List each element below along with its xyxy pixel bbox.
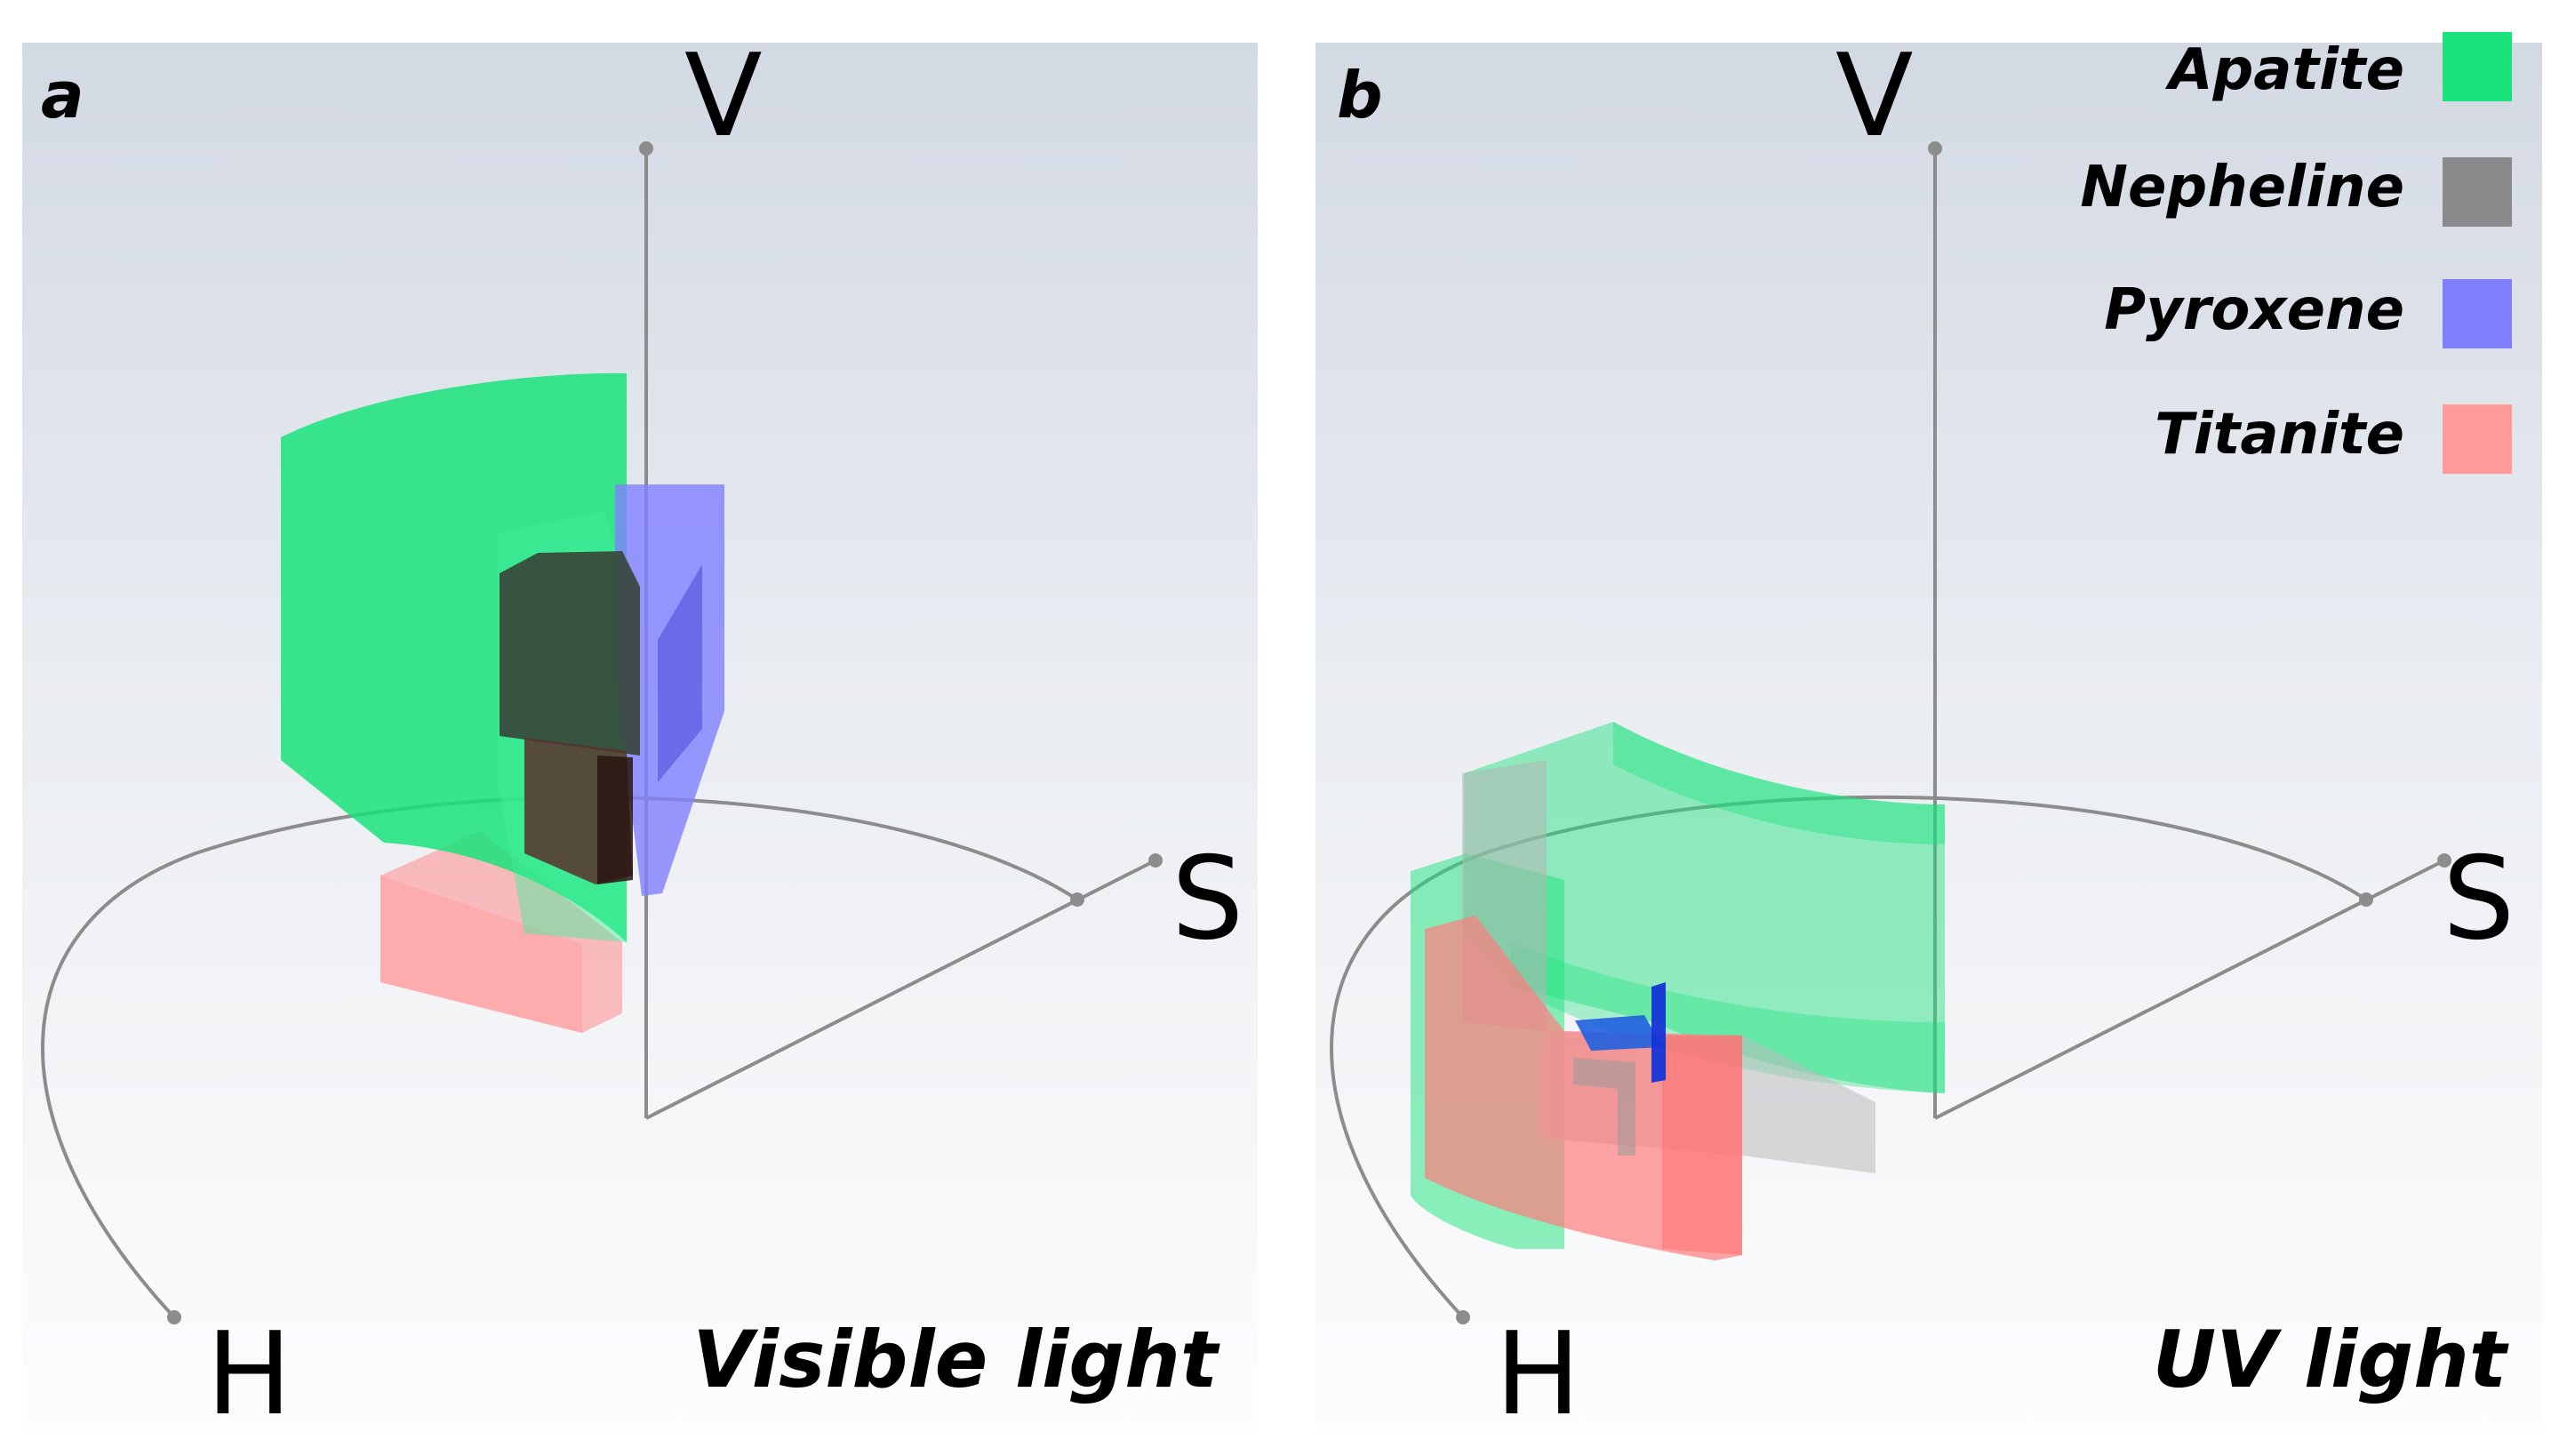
- panel-a-hsv-axes: [41, 141, 1163, 1324]
- panel-a-s-label: S: [1172, 833, 1244, 965]
- panel-b-grey-block: [1573, 1058, 1635, 1156]
- legend-label-apatite: Apatite: [2164, 37, 2404, 103]
- panel-a-titanite-face: [380, 876, 582, 1033]
- legend-swatch-pyroxene: [2443, 279, 2512, 348]
- panel-b-s-end: [2437, 853, 2451, 868]
- panel-a-nepheline-volume: [500, 551, 640, 756]
- legend-swatch-titanite: [2443, 404, 2512, 474]
- panel-b-apatite-shell: [1464, 722, 1945, 1093]
- panel-a-h-end: [167, 1310, 181, 1324]
- legend: Apatite Nepheline Pyroxene Titanite: [2080, 32, 2512, 474]
- legend-item-pyroxene: Pyroxene: [2104, 277, 2512, 348]
- legend-item-nepheline: Nepheline: [2080, 155, 2512, 227]
- panel-b-arc-dot: [2359, 892, 2373, 907]
- panel-b-pyroxene-horizontal: [1575, 1015, 1662, 1051]
- panel-b-apatite-shell-inner: [1511, 942, 1945, 1093]
- panel-b-hsv-axes: [1330, 141, 2451, 1324]
- panel-a-s-end: [1148, 853, 1163, 868]
- panel-a-h-label: H: [206, 1308, 292, 1441]
- panel-b-letter: b: [1337, 58, 1383, 132]
- panel-b-h-label: H: [1495, 1308, 1580, 1441]
- panel-a: a V S H Visible light: [22, 30, 1258, 1441]
- legend-swatch-apatite: [2443, 32, 2512, 101]
- panel-a-caption: Visible light: [692, 1314, 1220, 1405]
- panel-b-s-axis: [1934, 859, 2445, 1120]
- panel-a-v-end: [639, 141, 653, 156]
- panel-b-h-end: [1456, 1310, 1470, 1324]
- legend-item-apatite: Apatite: [2164, 32, 2512, 103]
- legend-item-titanite: Titanite: [2155, 402, 2512, 474]
- panel-a-mineral-volumes: [281, 372, 724, 1033]
- legend-label-titanite: Titanite: [2155, 402, 2404, 468]
- panel-a-s-axis: [645, 859, 1156, 1120]
- panel-a-letter: a: [41, 58, 84, 132]
- panel-a-nepheline-edge: [597, 756, 633, 884]
- panel-a-v-label: V: [684, 30, 763, 163]
- panel-a-pyroxene-face: [658, 564, 702, 782]
- panel-b-v-label: V: [1835, 30, 1914, 163]
- panel-b-pyroxene-vertical: [1651, 982, 1666, 1083]
- legend-swatch-nepheline: [2443, 157, 2512, 227]
- panel-b: b V S H UV light: [1315, 30, 2542, 1441]
- panel-b-caption: UV light: [2153, 1314, 2509, 1405]
- panel-a-hue-arc: [41, 795, 1079, 1319]
- panel-b-mineral-volumes: [1411, 722, 1945, 1260]
- panel-b-v-end: [1928, 141, 1942, 156]
- panel-b-titanite-face: [1662, 1036, 1742, 1255]
- panel-b-s-label: S: [2443, 833, 2515, 965]
- panel-a-arc-dot: [1070, 892, 1084, 907]
- legend-label-pyroxene: Pyroxene: [2104, 277, 2404, 343]
- panel-b-apatite-shell-band: [1613, 722, 1945, 844]
- legend-label-nepheline: Nepheline: [2080, 155, 2404, 220]
